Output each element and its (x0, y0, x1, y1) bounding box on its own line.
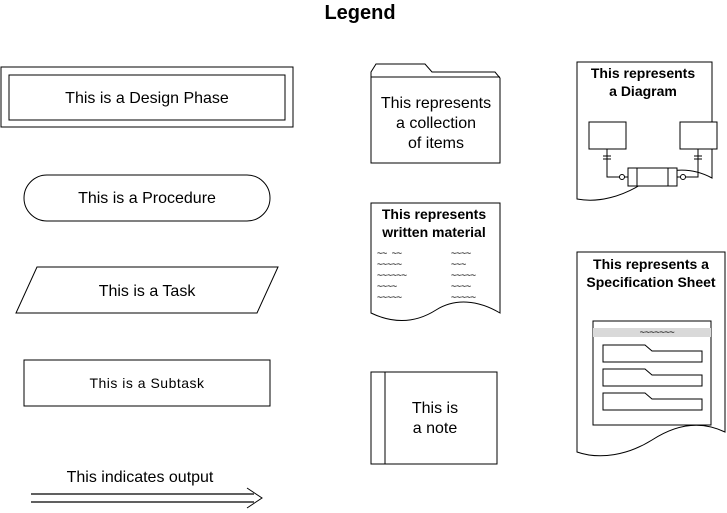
diagram-label-1: This represents (591, 65, 695, 81)
note-label-2: a note (413, 420, 458, 437)
squiggle-line: ~~~~~~ (377, 271, 408, 281)
spec-header-squiggle: ~~~~~~~ (640, 328, 676, 338)
collection-shape: This represents a collection of items (370, 63, 501, 164)
procedure-label: This is a Procedure (78, 190, 216, 207)
design-phase-label: This is a Design Phase (65, 90, 229, 107)
legend-title: Legend (324, 2, 395, 24)
squiggle-line: ~~~~ (451, 282, 472, 292)
written-material-label-2: written material (381, 224, 485, 240)
mini-form-icon: ~~~~~~~ (592, 320, 712, 426)
squiggle-line: ~~ ~~ (377, 249, 403, 259)
squiggle-line: ~~~~~ (451, 293, 477, 303)
collection-label-1: This represents (381, 95, 491, 112)
collection-label-2: a collection (396, 115, 476, 132)
note-label-1: This is (412, 400, 458, 417)
spec-sheet-shape: This represents a Specification Sheet ~~… (576, 251, 726, 457)
squiggle-line: ~~~~~ (377, 293, 403, 303)
squiggle-line: ~~~~~ (451, 271, 477, 281)
spec-sheet-label-2: Specification Sheet (586, 274, 715, 290)
design-phase-shape: This is a Design Phase (0, 66, 294, 128)
task-label: This is a Task (99, 283, 197, 300)
spec-sheet-label-1: This represents a (593, 256, 709, 272)
collection-label-3: of items (408, 135, 464, 152)
written-material-shape: This represents written material ~~ ~~ ~… (370, 202, 501, 321)
squiggle-line: ~~~~ (451, 249, 472, 259)
task-shape: This is a Task (15, 266, 279, 314)
note-shape: This is a note (370, 371, 498, 465)
diagram-label-2: a Diagram (609, 83, 677, 99)
procedure-shape: This is a Procedure (23, 174, 271, 222)
output-label: This indicates output (67, 469, 214, 486)
mini-er-diagram-icon (588, 121, 718, 187)
diagram-shape: This represents a Diagram (576, 61, 718, 201)
output-shape: This indicates output (31, 469, 263, 509)
squiggle-line: ~~~ (451, 260, 467, 270)
squiggle-line: ~~~~~ (377, 260, 403, 270)
squiggle-line: ~~~~ (377, 282, 398, 292)
subtask-shape: This is a Subtask (23, 359, 271, 407)
squiggle-text-right: ~~~~ ~~~ ~~~~~ ~~~~ ~~~~~ (451, 249, 477, 303)
written-material-label-1: This represents (382, 206, 486, 222)
squiggle-text-left: ~~ ~~ ~~~~~ ~~~~~~ ~~~~ ~~~~~ (377, 249, 408, 303)
double-arrow-icon (31, 487, 263, 509)
subtask-label: This is a Subtask (89, 375, 205, 391)
